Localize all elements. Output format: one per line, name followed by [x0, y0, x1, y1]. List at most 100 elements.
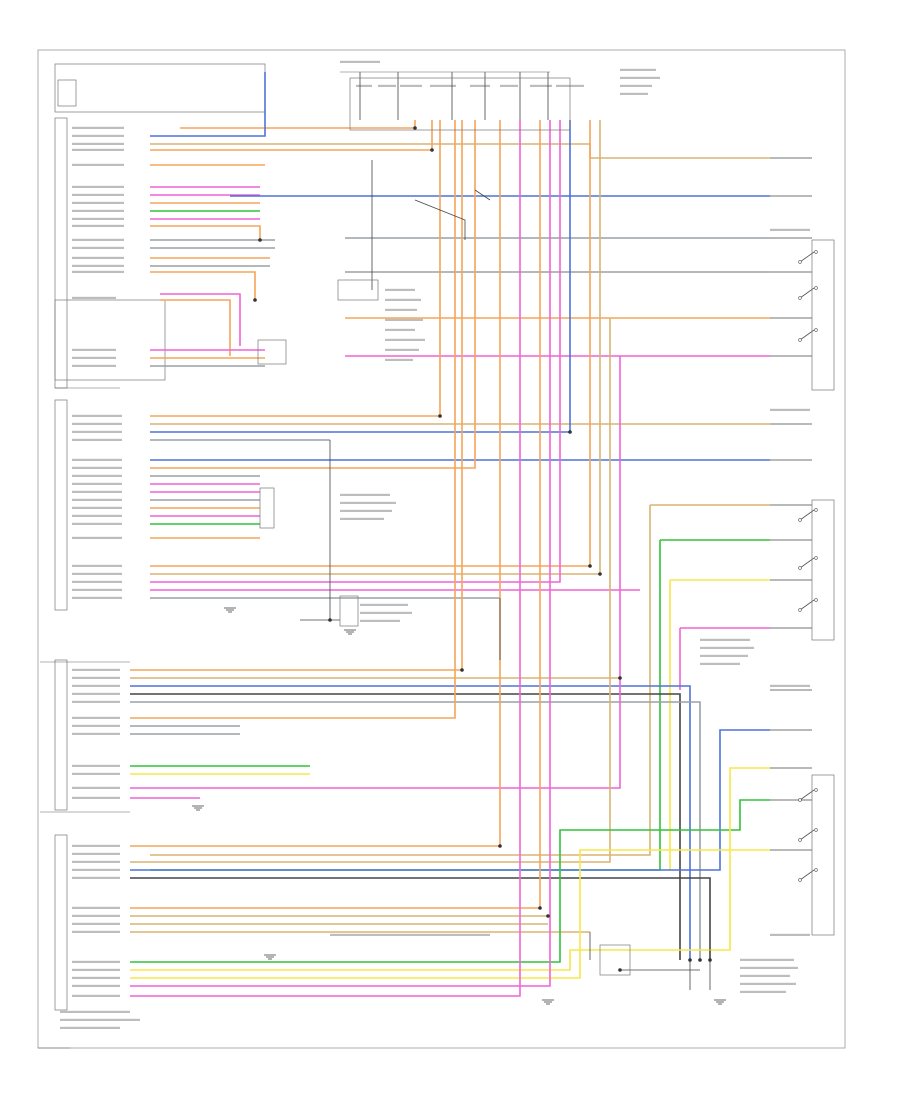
label-placeholder: [340, 60, 380, 63]
label-placeholder: [770, 933, 810, 936]
wire-gray-57: [130, 701, 701, 960]
label-placeholder: [72, 536, 122, 539]
label-placeholder: [385, 318, 423, 321]
label-placeholder: [530, 84, 552, 87]
label-placeholder: [72, 772, 120, 775]
wire-pink-63: [130, 356, 621, 789]
label-placeholder: [72, 700, 120, 703]
center-relay-4: [339, 595, 359, 627]
splice-icon: [258, 238, 262, 242]
label-placeholder: [72, 142, 124, 145]
switch-assembly-inner: [57, 79, 77, 107]
label-placeholder: [385, 308, 417, 311]
label-placeholder: [770, 684, 810, 687]
label-placeholder: [340, 509, 392, 512]
label-placeholder: [72, 466, 122, 469]
left-components: [40, 63, 266, 1011]
label-placeholder: [385, 338, 425, 341]
center-relay-2: [257, 339, 287, 365]
label-placeholder: [385, 348, 419, 351]
wire-pink-77: [130, 120, 521, 997]
splice-icon: [568, 430, 572, 434]
ground-icon: [264, 954, 276, 960]
label-placeholder: [385, 298, 421, 301]
splice-icon: [618, 968, 622, 972]
label-placeholder: [72, 684, 120, 687]
switch-symbols: [253, 126, 818, 972]
splice-icon: [413, 126, 417, 130]
splice-icon: [698, 958, 702, 962]
label-placeholder: [430, 84, 456, 87]
label-placeholder: [400, 84, 422, 87]
right-connectors: [811, 239, 835, 936]
label-placeholder: [700, 646, 754, 649]
label-placeholder: [72, 764, 120, 767]
label-placeholder: [72, 906, 120, 909]
splice-icon: [430, 148, 434, 152]
label-placeholder: [72, 692, 120, 695]
splice-icon: [253, 298, 257, 302]
label-placeholder: [72, 438, 122, 441]
label-placeholder: [72, 224, 124, 227]
label-placeholder: [500, 84, 518, 87]
wire-orange-31: [150, 120, 476, 469]
label-placeholder: [72, 522, 122, 525]
label-placeholder: [700, 662, 740, 665]
label-placeholder: [72, 201, 124, 204]
wire-blue-28: [150, 120, 571, 433]
switch-contact-icon: [798, 250, 818, 264]
center-relay-5: [599, 944, 631, 976]
label-placeholder: [72, 498, 122, 501]
label-placeholder: [72, 264, 124, 267]
wire-blue-67: [130, 729, 770, 871]
label-placeholder: [72, 786, 120, 789]
center-components: [257, 279, 631, 976]
right-switch-housing-3: [811, 774, 835, 936]
label-placeholder: [360, 603, 408, 606]
label-placeholder: [385, 328, 415, 331]
label-placeholder: [72, 914, 120, 917]
switch-assembly-box: [54, 63, 266, 113]
label-placeholder: [360, 611, 412, 614]
wire-yellow-75: [130, 849, 770, 979]
illegible-labels: [60, 60, 810, 1029]
wire-blue-1: [150, 72, 266, 137]
label-placeholder: [72, 844, 120, 847]
label-placeholder: [72, 126, 124, 129]
label-placeholder: [72, 356, 116, 359]
label-placeholder: [72, 732, 120, 735]
label-placeholder: [72, 960, 120, 963]
label-placeholder: [72, 564, 122, 567]
label-placeholder: [740, 974, 790, 977]
label-placeholder: [340, 517, 384, 520]
passenger-module-connector: [54, 399, 68, 611]
right-switch-housing-2: [811, 499, 835, 641]
switch-contact-icon: [798, 598, 818, 612]
label-placeholder: [72, 860, 120, 863]
label-placeholder: [770, 228, 810, 231]
label-placeholder: [72, 238, 124, 241]
label-placeholder: [72, 296, 116, 299]
wire-blue-55: [130, 685, 691, 960]
fuse-block: [340, 71, 571, 131]
switch-contact-icon: [798, 508, 818, 522]
label-placeholder: [72, 148, 124, 151]
splice-icon: [546, 914, 550, 918]
label-placeholder: [72, 580, 122, 583]
label-placeholder: [72, 348, 116, 351]
label-placeholder: [378, 84, 396, 87]
label-placeholder: [72, 193, 124, 196]
wire-tan-41: [150, 120, 601, 575]
label-placeholder: [72, 588, 122, 591]
ground-icon: [192, 805, 204, 811]
label-placeholder: [72, 256, 124, 259]
label-placeholder: [620, 84, 652, 87]
label-placeholder: [72, 163, 124, 166]
splice-icon: [498, 844, 502, 848]
label-placeholder: [72, 668, 120, 671]
center-relay-1: [337, 279, 379, 301]
label-placeholder: [72, 414, 122, 417]
label-placeholder: [385, 288, 415, 291]
label-placeholder: [72, 596, 122, 599]
